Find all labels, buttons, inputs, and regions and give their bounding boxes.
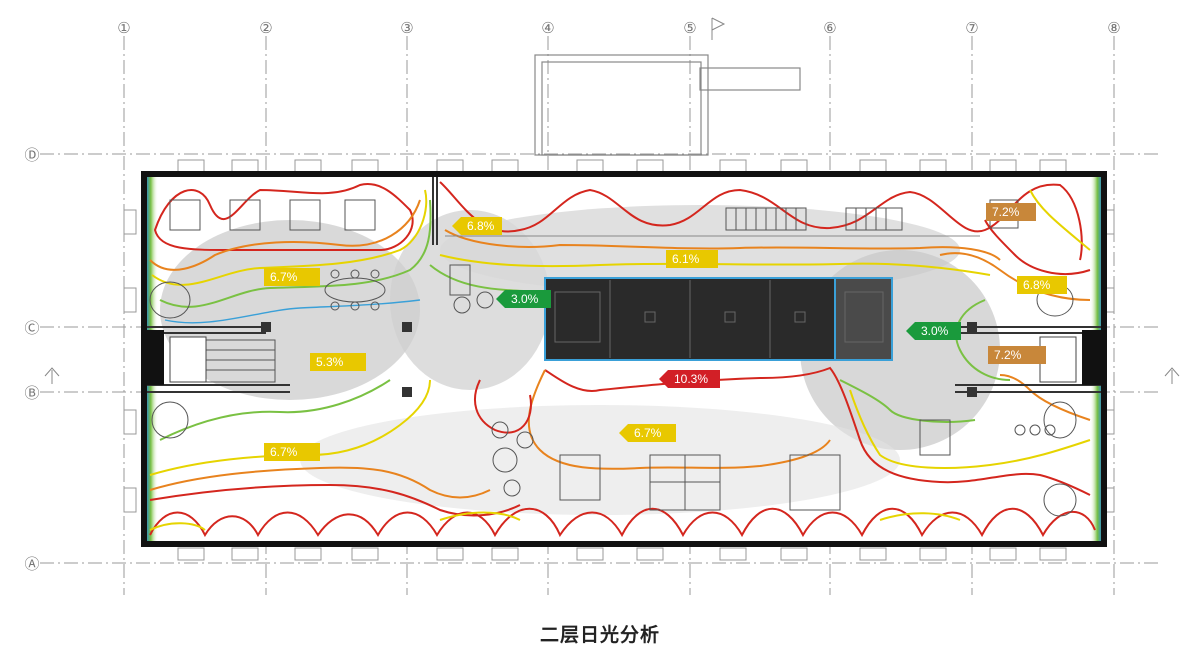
grid-column-labels: ① ② ③ ④ ⑤ ⑥ ⑦ ⑧ xyxy=(117,19,1120,37)
daylight-label: 5.3% xyxy=(310,353,366,371)
entry-structure xyxy=(534,54,801,156)
daylight-label: 3.0% xyxy=(496,290,551,308)
daylight-label: 6.7% xyxy=(264,268,320,286)
daylight-label: 7.2% xyxy=(986,203,1036,221)
grid-row-d: Ⓓ xyxy=(24,146,39,164)
daylight-label: 6.7% xyxy=(619,424,676,442)
daylight-label: 10.3% xyxy=(659,370,720,388)
grid-col-2: ② xyxy=(259,19,272,37)
grid-row-b: Ⓑ xyxy=(24,384,39,402)
core-block xyxy=(544,277,893,361)
interior-walls xyxy=(146,176,1102,393)
section-arrows xyxy=(44,367,1180,384)
daylight-label: 6.1% xyxy=(666,250,718,268)
daylight-label: 3.0% xyxy=(906,322,961,340)
grid-col-6: ⑥ xyxy=(823,19,836,37)
grid-row-a: Ⓐ xyxy=(24,555,39,573)
stairs xyxy=(204,207,903,383)
daylight-label: 6.8% xyxy=(1017,276,1067,294)
grid-row-c: Ⓒ xyxy=(24,319,39,337)
daylight-label: 6.8% xyxy=(451,217,503,235)
daylight-label: 6.7% xyxy=(264,443,320,461)
furniture xyxy=(149,199,1077,517)
columns xyxy=(261,322,977,397)
grid-col-5: ⑤ xyxy=(683,19,696,37)
windows xyxy=(123,159,1115,561)
daylight-label: 7.2% xyxy=(988,346,1046,364)
grid-row-labels: Ⓓ Ⓒ Ⓑ Ⓐ xyxy=(24,146,39,573)
grid-col-4: ④ xyxy=(541,19,554,37)
grid-col-3: ③ xyxy=(400,19,413,37)
flag-marker xyxy=(711,17,726,40)
page-title: 二层日光分析 xyxy=(539,624,660,646)
grid-col-7: ⑦ xyxy=(965,19,978,37)
grid-col-8: ⑧ xyxy=(1107,19,1120,37)
grid-col-1: ① xyxy=(117,19,130,37)
